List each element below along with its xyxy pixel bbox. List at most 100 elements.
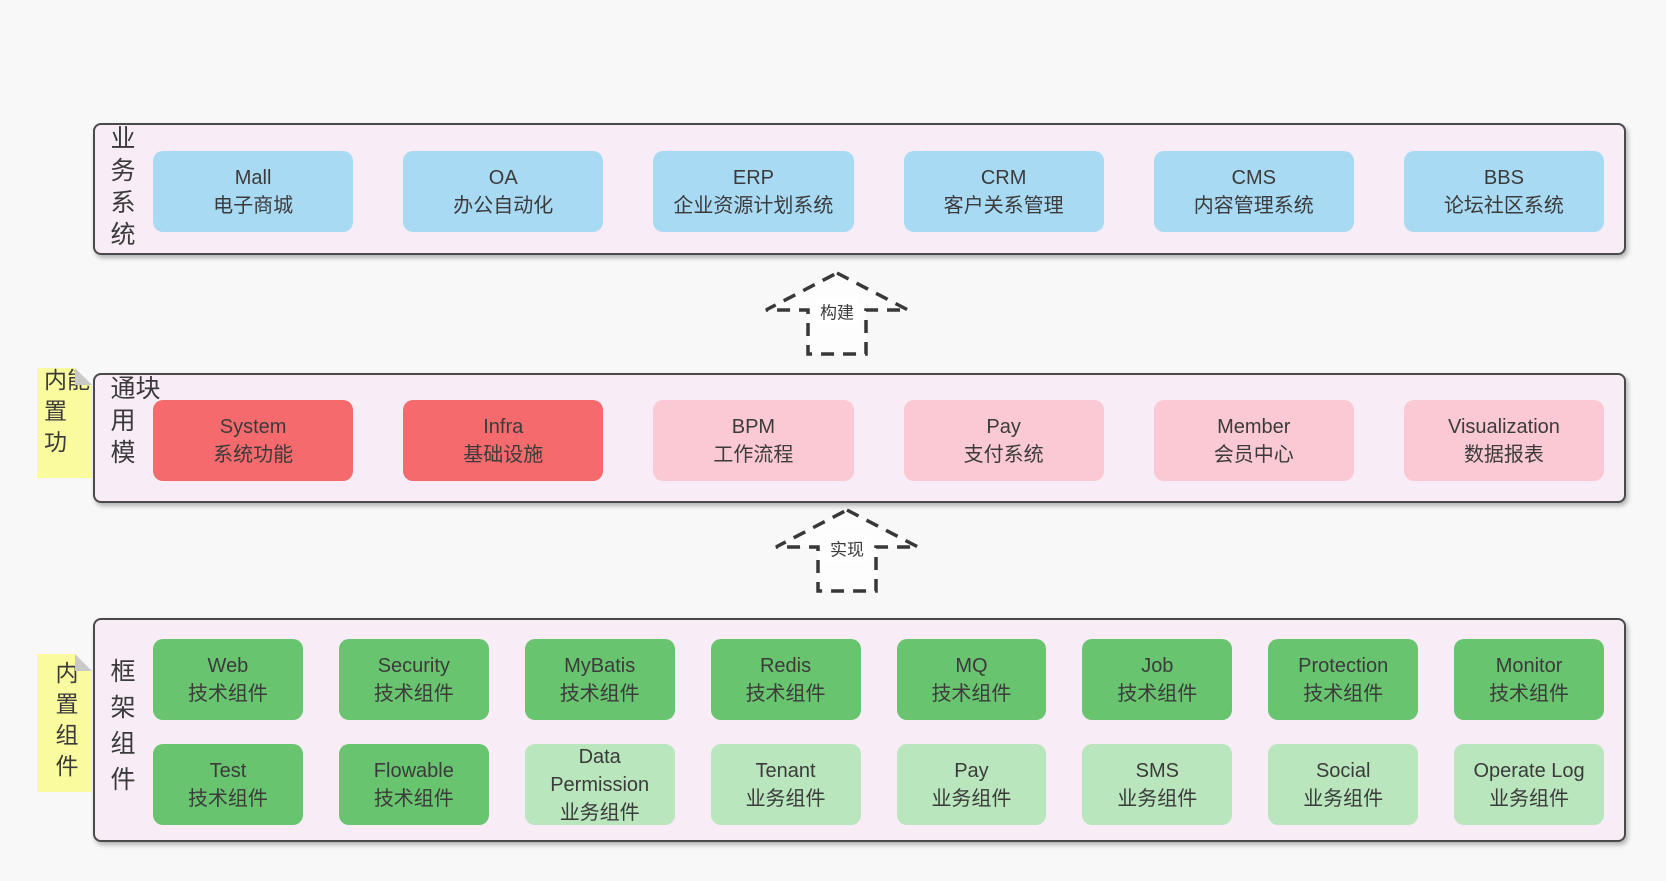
node-name-en: BPM <box>731 415 776 438</box>
node-name-en: Web <box>207 654 249 677</box>
node-name-zh: 数据报表 <box>1463 443 1544 466</box>
node-name-en: Mall <box>234 166 272 189</box>
node-name-en: Monitor <box>1495 654 1563 677</box>
diagram-node: CMS 内容管理系统 <box>1153 151 1354 232</box>
diagram-node: MQ 技术组件 <box>896 639 1047 720</box>
node-name-en: Social <box>1315 759 1371 782</box>
node-name-en: CMS <box>1231 166 1276 189</box>
node-name-zh: 支付系统 <box>963 443 1044 466</box>
node-name-zh: 业务组件 <box>1303 787 1384 810</box>
node-name-zh: 业务组件 <box>1117 787 1198 810</box>
node-name-zh: 技术组件 <box>1489 682 1570 705</box>
node-name-zh: 业务组件 <box>1489 787 1570 810</box>
node-name-en: Security <box>377 654 450 677</box>
diagram-node: Monitor 技术组件 <box>1454 639 1604 720</box>
node-name-zh: 技术组件 <box>559 682 640 705</box>
diagram-node: Flowable 技术组件 <box>338 744 489 825</box>
diagram-node: Operate Log 业务组件 <box>1454 744 1604 825</box>
diagram-node: Test 技术组件 <box>153 744 303 825</box>
section-business-label: 业务系统 <box>107 125 135 253</box>
section-framework-components: 框架组件 Web 技术组件 Security 技术组件 MyBatis 技术组件… <box>93 618 1626 842</box>
node-name-zh: 技术组件 <box>187 787 268 810</box>
node-name-zh: 基础设施 <box>463 443 544 466</box>
node-name-zh: 客户关系管理 <box>943 194 1064 217</box>
node-name-zh: 会员中心 <box>1213 443 1294 466</box>
section-common-modules: 通用模块 System 系统功能 Infra 基础设施 BPM 工作流程 Pay… <box>93 373 1626 503</box>
modules-items-row: System 系统功能 Infra 基础设施 BPM 工作流程 Pay 支付系统… <box>153 400 1605 481</box>
diagram-node: Infra 基础设施 <box>403 400 604 481</box>
diagram-node: Tenant 业务组件 <box>710 744 861 825</box>
node-name-zh: 办公自动化 <box>453 194 554 217</box>
diagram-node: ERP 企业资源计划系统 <box>653 151 854 232</box>
node-name-zh: 业务组件 <box>559 801 640 824</box>
node-name-zh: 技术组件 <box>931 682 1012 705</box>
node-name-zh: 业务组件 <box>745 787 826 810</box>
diagram-node: Social 业务组件 <box>1268 744 1419 825</box>
section-label-wrap: 框架组件 <box>107 620 135 840</box>
node-name-en: Flowable <box>373 759 454 782</box>
node-name-en: System <box>219 415 287 438</box>
node-name-en: Redis <box>759 654 812 677</box>
components-row-2: Test 技术组件 Flowable 技术组件 Data Permission … <box>153 744 1604 825</box>
diagram-node: Data Permission 业务组件 <box>524 744 675 825</box>
node-name-en: Visualization <box>1447 415 1560 438</box>
section-label-wrap: 业务系统 <box>107 125 135 253</box>
business-items-row: Mall 电子商城 OA 办公自动化 ERP 企业资源计划系统 CRM 客户关系… <box>153 151 1605 232</box>
node-name-zh: 技术组件 <box>1117 682 1198 705</box>
node-name-zh: 企业资源计划系统 <box>673 194 834 217</box>
diagram-node: Security 技术组件 <box>338 639 489 720</box>
node-name-en: Infra <box>483 415 524 438</box>
node-name-en: SMS <box>1135 759 1179 782</box>
diagram-node: SMS 业务组件 <box>1082 744 1233 825</box>
diagram-node: Protection 技术组件 <box>1268 639 1419 720</box>
diagram-node: Pay 支付系统 <box>903 400 1104 481</box>
diagram-node: Visualization 数据报表 <box>1403 400 1605 481</box>
diagram-node: MyBatis 技术组件 <box>524 639 675 720</box>
node-name-en: Pay <box>954 759 989 782</box>
section-label-wrap: 通用模块 <box>107 375 160 501</box>
section-modules-label: 通用模块 <box>107 375 160 471</box>
node-name-en: MQ <box>955 654 988 677</box>
node-name-en: Member <box>1217 415 1291 438</box>
arrow-implement-label: 实现 <box>826 534 868 562</box>
node-name-en: MyBatis <box>564 654 636 677</box>
node-name-en: Operate Log <box>1473 759 1585 782</box>
node-name-en: CRM <box>980 166 1027 189</box>
arrow-build-label: 构建 <box>816 297 858 325</box>
diagram-node: CRM 客户关系管理 <box>903 151 1104 232</box>
node-name-zh: 业务组件 <box>931 787 1012 810</box>
node-name-zh: 技术组件 <box>745 682 826 705</box>
sticky-note-builtin-features: 内置功能 <box>37 368 92 478</box>
node-name-en: Tenant <box>755 759 816 782</box>
node-name-zh: 工作流程 <box>713 443 794 466</box>
arrow-build: 构建 <box>762 270 912 358</box>
node-name-zh: 技术组件 <box>373 787 454 810</box>
node-name-en: Data Permission <box>550 745 650 796</box>
node-name-en: BBS <box>1483 166 1524 189</box>
node-name-en: ERP <box>732 166 774 189</box>
sticky-note-builtin-components: 内置组件 <box>37 654 92 792</box>
node-name-zh: 论坛社区系统 <box>1443 194 1564 217</box>
node-name-zh: 技术组件 <box>373 682 454 705</box>
node-name-en: OA <box>488 166 518 189</box>
node-name-en: Protection <box>1298 654 1389 677</box>
diagram-node: Member 会员中心 <box>1153 400 1354 481</box>
diagram-node: Redis 技术组件 <box>710 639 861 720</box>
node-name-en: Test <box>209 759 247 782</box>
node-name-en: Pay <box>986 415 1021 438</box>
diagram-node: BBS 论坛社区系统 <box>1403 151 1605 232</box>
diagram-node: System 系统功能 <box>153 400 354 481</box>
node-name-zh: 技术组件 <box>187 682 268 705</box>
diagram-node: Mall 电子商城 <box>153 151 354 232</box>
arrow-implement: 实现 <box>772 507 922 595</box>
node-name-zh: 内容管理系统 <box>1193 194 1314 217</box>
diagram-node: Web 技术组件 <box>153 639 303 720</box>
node-name-zh: 技术组件 <box>1303 682 1384 705</box>
diagram-node: OA 办公自动化 <box>403 151 604 232</box>
section-business-systems: 业务系统 Mall 电子商城 OA 办公自动化 ERP 企业资源计划系统 CRM… <box>93 123 1626 255</box>
node-name-zh: 系统功能 <box>213 443 294 466</box>
sticky-note-builtin-components-label: 内置组件 <box>52 661 78 785</box>
diagram-node: BPM 工作流程 <box>653 400 854 481</box>
sticky-note-builtin-features-label: 内置功能 <box>40 368 90 461</box>
components-row-1: Web 技术组件 Security 技术组件 MyBatis 技术组件 Redi… <box>153 639 1604 720</box>
